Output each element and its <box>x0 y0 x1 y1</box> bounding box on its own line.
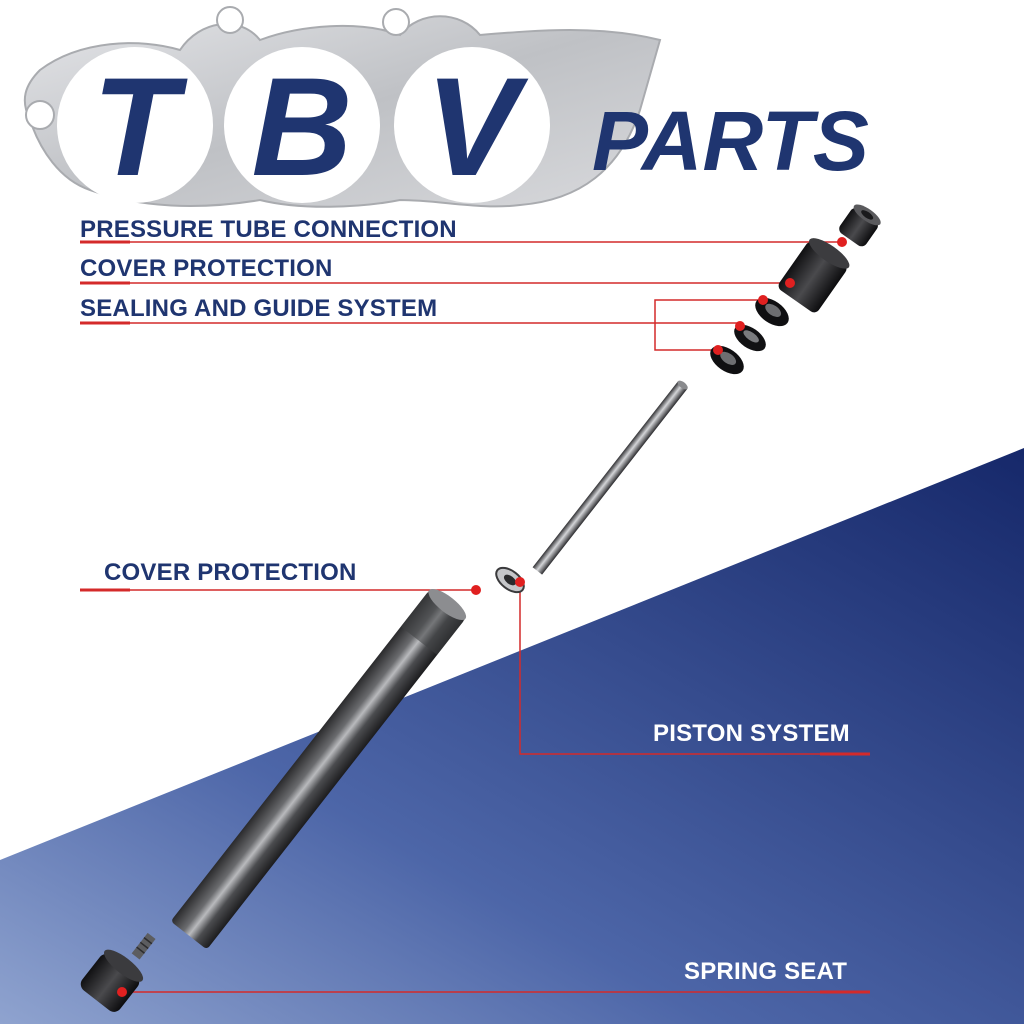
leader-line-sealing-lower <box>654 323 718 351</box>
seal-ring-2 <box>734 324 766 352</box>
logo-word-parts: PARTS <box>592 94 869 188</box>
label-spring-seat: SPRING SEAT <box>684 958 848 985</box>
spring-seat-part <box>80 949 144 1012</box>
piston-system-part <box>495 566 525 594</box>
seal-ring-3 <box>710 345 744 375</box>
piston-rod-part <box>532 380 688 575</box>
marker-seal-3 <box>713 345 723 355</box>
marker-piston <box>515 577 525 587</box>
marker-seal-1 <box>758 295 768 305</box>
seal-ring-1 <box>755 297 789 327</box>
cover-protection-top-part <box>778 238 850 313</box>
label-cover-protection-top: COVER PROTECTION <box>80 255 333 282</box>
marker-seal-2 <box>735 321 745 331</box>
label-pressure-tube-connection: PRESSURE TUBE CONNECTION <box>80 216 457 243</box>
marker-spring-seat <box>117 987 127 997</box>
marker-cover-top <box>785 278 795 288</box>
leader-lines <box>80 241 870 993</box>
marker-cover-mid <box>471 585 481 595</box>
leader-line-piston <box>519 584 870 755</box>
pressure-tube-part <box>172 589 467 949</box>
label-piston-system: PISTON SYSTEM <box>653 720 850 747</box>
logo-letter-v: V <box>425 48 529 205</box>
gasket-logo-backdrop <box>23 6 662 208</box>
leader-line-sealing <box>80 299 763 324</box>
threaded-stub-part <box>131 932 156 960</box>
logo-letter-b: B <box>251 48 352 205</box>
label-underline-accents <box>80 240 870 994</box>
pressure-tube-connection-part <box>839 204 881 247</box>
red-dot-markers <box>117 237 847 997</box>
marker-pressure-tube <box>837 237 847 247</box>
label-sealing-guide-system: SEALING AND GUIDE SYSTEM <box>80 295 438 322</box>
logo-letter-t: T <box>92 48 188 205</box>
label-cover-protection-mid: COVER PROTECTION <box>104 559 357 586</box>
